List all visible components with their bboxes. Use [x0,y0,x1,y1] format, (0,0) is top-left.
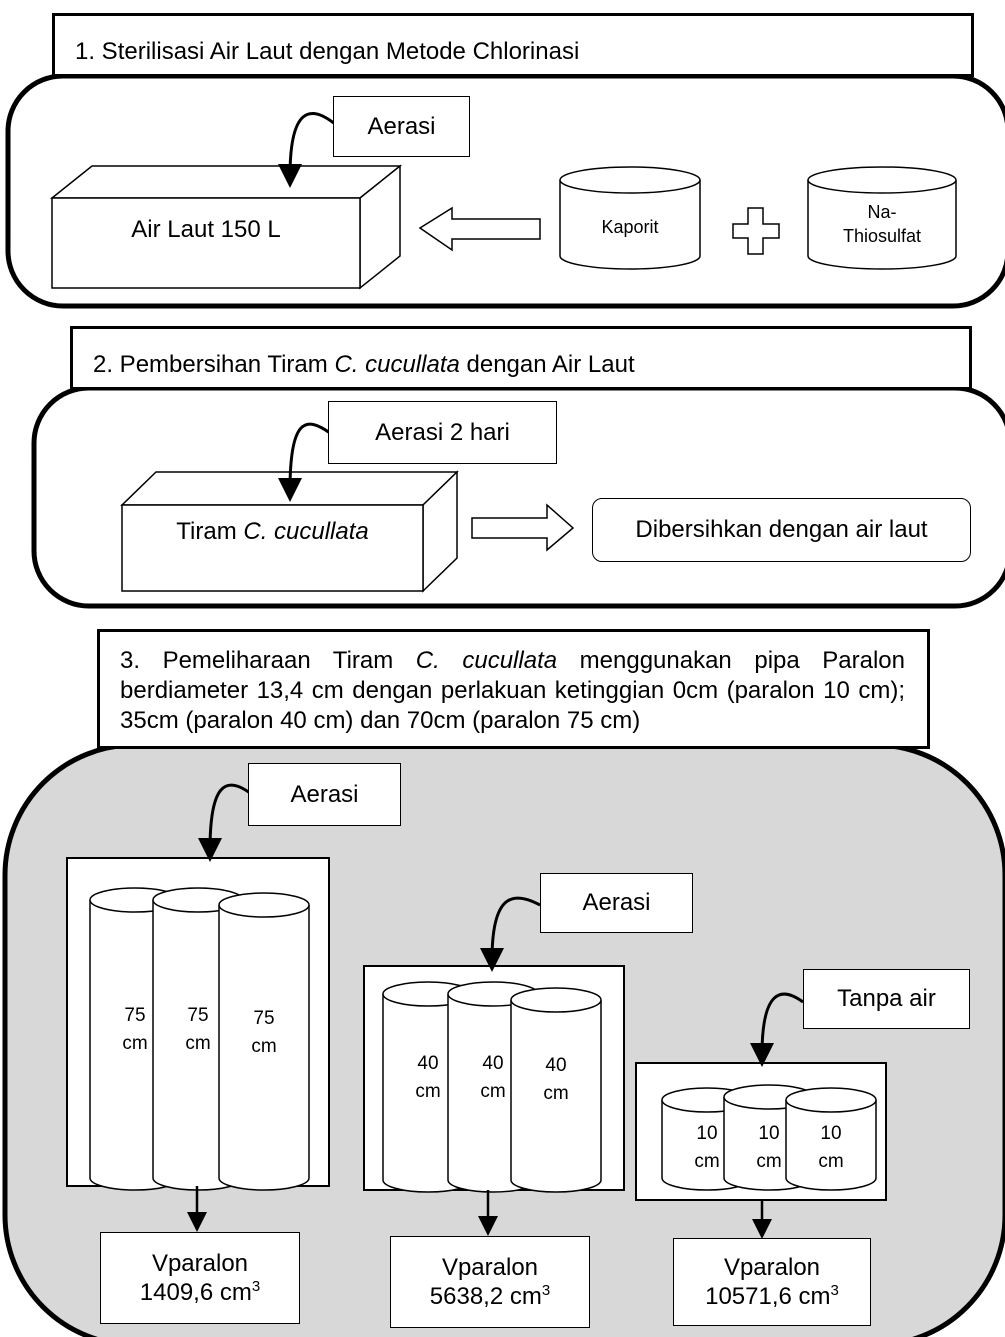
pipe-unit: cm [818,1151,844,1172]
plus-icon [732,207,780,255]
pipe-num: 40 [482,1053,504,1074]
oyster-tank-label: Tiram C. cucullata [122,518,423,546]
aeration-arrow-75 [198,783,251,862]
volume-value: 1409,6 cm3 [140,1278,260,1307]
cylinders-40 [382,981,602,1193]
kaporit-label: Kaporit [601,217,659,237]
pipe-label-40-c: 40 cm [531,1052,581,1108]
volume-box-75: Vparalon 1409,6 cm3 [100,1232,300,1324]
step2-aeration-label: Aerasi 2 hari [328,401,557,464]
step2-title-species: C. cucullata [334,351,460,378]
volume-number: 5638,2 cm [429,1282,542,1310]
thiosulfat-cylinder [807,166,957,270]
step3-title-suffix: menggunakan pipa Paralon berdiameter 13,… [120,647,906,734]
pipe-label-75-b: 75 cm [173,1002,223,1058]
hollow-arrow-left [418,206,541,252]
step1-aeration-label: Aerasi [333,96,470,157]
pipe-label-75-a: 75 cm [110,1002,160,1058]
pipe-unit: cm [185,1033,211,1054]
pipe-label-10-c: 10 cm [806,1120,856,1176]
aeration-arrow-2 [278,422,331,502]
aeration-label-40: Aerasi [540,873,693,933]
volume-label: Vparalon [441,1253,539,1281]
pipe-label-75-c: 75 cm [239,1005,289,1061]
hollow-arrow-right [471,503,575,552]
volume-value: 5638,2 cm3 [430,1282,550,1311]
step2-title-prefix: 2. Pembersihan Tiram [93,351,335,378]
step3-title-prefix: 3. Pemeliharaan Tiram [120,647,416,674]
oyster-tank-species: C. cucullata [243,518,369,545]
volume-exponent: 3 [830,1281,839,1299]
thiosulfat-line2: Thiosulfat [842,226,922,246]
pipe-unit: cm [480,1081,506,1102]
step2-title-text: 2. Pembersihan Tiram C. cucullata dengan… [93,351,635,379]
seawater-tank [49,164,403,290]
volume-label: Vparalon [723,1253,821,1281]
pipe-num: 10 [696,1123,718,1144]
pipe-unit: cm [415,1081,441,1102]
step3-title-text: 3. Pemeliharaan Tiram C. cucullata mengg… [120,646,905,736]
pipe-unit: cm [543,1083,569,1104]
pipe-label-10-b: 10 cm [744,1120,794,1176]
step1-title: 1. Sterilisasi Air Laut dengan Metode Ch… [52,13,974,77]
oyster-tank [120,470,459,593]
volume-box-40: Vparalon 5638,2 cm3 [390,1236,590,1328]
volume-number: 10571,6 cm [705,1282,831,1310]
step2-title-suffix: dengan Air Laut [459,351,635,378]
pipe-unit: cm [756,1151,782,1172]
no-water-label-10: Tanpa air [803,969,970,1029]
aeration-arrow-40 [480,896,541,972]
cleaned-with-seawater-box: Dibersihkan dengan air laut [592,498,971,562]
kaporit-cylinder [559,166,701,270]
pipe-num: 75 [253,1008,275,1029]
pipe-num: 75 [187,1005,209,1026]
pipe-label-40-a: 40 cm [403,1050,453,1106]
step1-title-text: 1. Sterilisasi Air Laut dengan Metode Ch… [75,38,580,65]
pipe-num: 40 [545,1055,567,1076]
cylinders-75 [89,887,310,1191]
oyster-tank-prefix: Tiram [176,518,244,545]
seawater-tank-label: Air Laut 150 L [131,216,281,243]
volume-exponent: 3 [541,1281,551,1299]
step3-title: 3. Pemeliharaan Tiram C. cucullata mengg… [97,629,930,749]
step2-title: 2. Pembersihan Tiram C. cucullata dengan… [70,326,972,390]
aeration-arrow-1 [278,112,336,188]
thiosulfat-label: Na- Thiosulfat [808,200,956,248]
volume-box-10: Vparalon 10571,6 cm3 [673,1238,871,1326]
pipe-label-40-b: 40 cm [468,1050,518,1106]
pipe-num: 40 [417,1053,439,1074]
pipe-num: 10 [758,1123,780,1144]
no-water-arrow-10 [750,992,804,1067]
volume-number: 1409,6 cm [139,1278,252,1306]
volume-label: Vparalon [151,1249,249,1277]
pipe-label-10-a: 10 cm [682,1120,732,1176]
pipe-unit: cm [251,1036,277,1057]
volume-value: 10571,6 cm3 [705,1282,839,1311]
pipe-num: 10 [820,1123,842,1144]
pipe-unit: cm [694,1151,720,1172]
aeration-label-75: Aerasi [248,763,401,826]
step3-title-species: C. cucullata [415,647,558,674]
pipe-unit: cm [122,1033,148,1054]
thiosulfat-line1: Na- [867,202,897,222]
volume-exponent: 3 [251,1277,261,1295]
cylinders-10 [661,1084,877,1191]
pipe-num: 75 [124,1005,146,1026]
